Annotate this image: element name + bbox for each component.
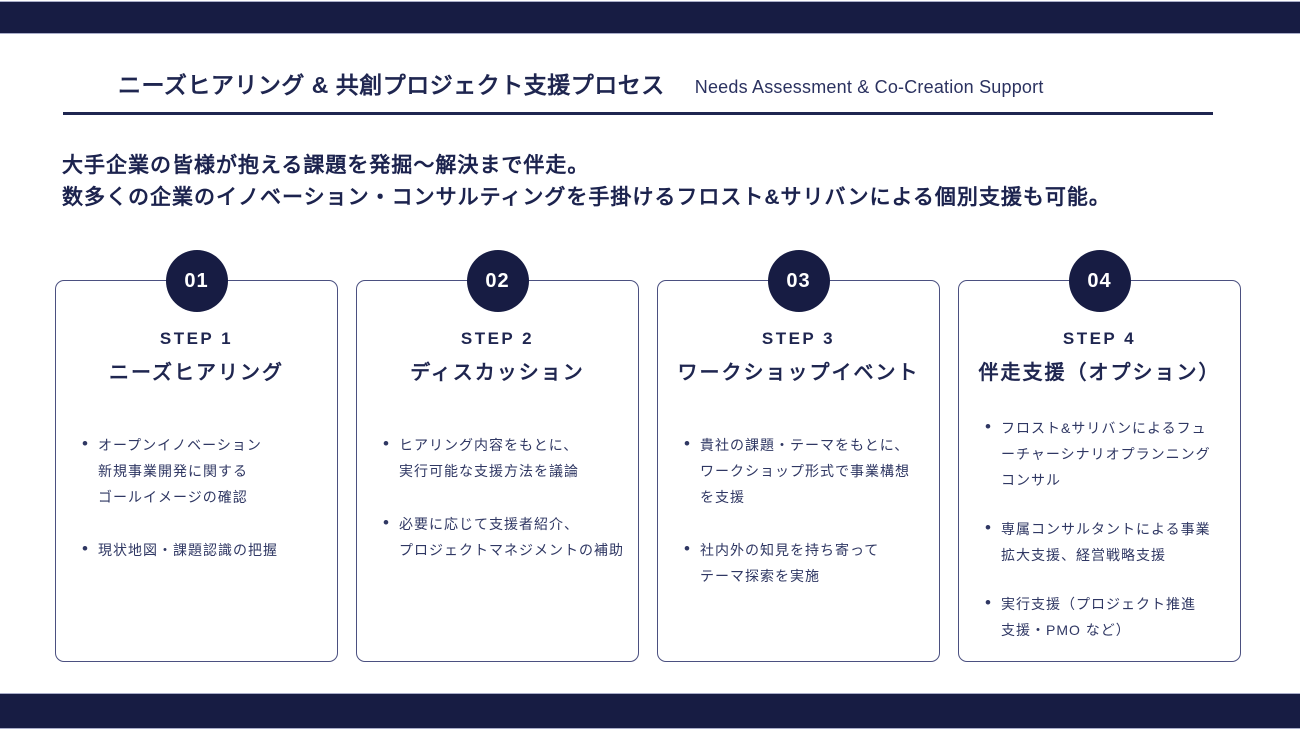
bullet-item: オープンイノベーション 新規事業開発に関する ゴールイメージの確認	[82, 431, 329, 510]
intro-line-1: 大手企業の皆様が抱える課題を発掘〜解決まで伴走。	[62, 154, 590, 177]
bullet-item: 社内外の知見を持ち寄って テーマ探索を実施	[684, 536, 931, 589]
step-bullet-list: 貴社の課題・テーマをもとに、 ワークショップ形式で事業構想 を支援 社内外の知見…	[684, 431, 931, 589]
step-number-badge: 03	[767, 250, 830, 312]
step-bullet-list: フロスト&サリバンによるフュ ーチャーシナリオプランニング コンサル 専属コンサ…	[985, 414, 1232, 643]
title-underline	[63, 112, 1213, 115]
step-card-2: 02 STEP 2 ディスカッション ヒアリング内容をもとに、 実行可能な支援方…	[356, 250, 639, 662]
step-card-1: 01 STEP 1 ニーズヒアリング オープンイノベーション 新規事業開発に関す…	[55, 250, 338, 662]
bullet-item: フロスト&サリバンによるフュ ーチャーシナリオプランニング コンサル	[985, 414, 1232, 493]
step-label: STEP 4	[1062, 329, 1137, 348]
bullet-item: 実行支援（プロジェクト推進 支援・PMO など）	[985, 590, 1232, 643]
step-number-badge: 01	[165, 250, 228, 312]
step-card-3: 03 STEP 3 ワークショップイベント 貴社の課題・テーマをもとに、 ワーク…	[657, 250, 940, 662]
step-title: 伴走支援（オプション）	[978, 362, 1221, 384]
bullet-item: ヒアリング内容をもとに、 実行可能な支援方法を議論	[383, 431, 630, 484]
step-bullet-list: オープンイノベーション 新規事業開発に関する ゴールイメージの確認 現状地図・課…	[82, 431, 329, 563]
slide-header: ニーズヒアリング & 共創プロジェクト支援プロセス Needs Assessme…	[118, 70, 1044, 100]
bullet-item: 専属コンサルタントによる事業 拡大支援、経営戦略支援	[985, 515, 1232, 568]
bullet-item: 貴社の課題・テーマをもとに、 ワークショップ形式で事業構想 を支援	[684, 431, 931, 510]
intro-text: 大手企業の皆様が抱える課題を発掘〜解決まで伴走。 数多くの企業のイノベーション・…	[62, 150, 1111, 214]
step-cards-row: 01 STEP 1 ニーズヒアリング オープンイノベーション 新規事業開発に関す…	[55, 250, 1241, 662]
step-title: ディスカッション	[410, 362, 585, 384]
bottom-accent-bar	[0, 693, 1300, 729]
step-label: STEP 2	[460, 329, 535, 348]
page-subtitle-en: Needs Assessment & Co-Creation Support	[694, 77, 1044, 97]
page-title: ニーズヒアリング & 共創プロジェクト支援プロセス	[118, 72, 665, 98]
top-accent-bar	[0, 1, 1300, 34]
intro-line-2: 数多くの企業のイノベーション・コンサルティングを手掛けるフロスト&サリバンによる…	[62, 186, 1111, 209]
bullet-item: 現状地図・課題認識の把握	[82, 536, 329, 563]
step-bullet-list: ヒアリング内容をもとに、 実行可能な支援方法を議論 必要に応じて支援者紹介、 プ…	[383, 431, 630, 563]
step-label: STEP 3	[761, 329, 836, 348]
step-title: ワークショップイベント	[677, 362, 920, 384]
step-number-badge: 02	[466, 250, 529, 312]
bullet-item: 必要に応じて支援者紹介、 プロジェクトマネジメントの補助	[383, 510, 630, 563]
step-number-badge: 04	[1068, 250, 1131, 312]
step-card-4: 04 STEP 4 伴走支援（オプション） フロスト&サリバンによるフュ ーチャ…	[958, 250, 1241, 662]
step-title: ニーズヒアリング	[109, 362, 284, 384]
step-label: STEP 1	[159, 329, 234, 348]
